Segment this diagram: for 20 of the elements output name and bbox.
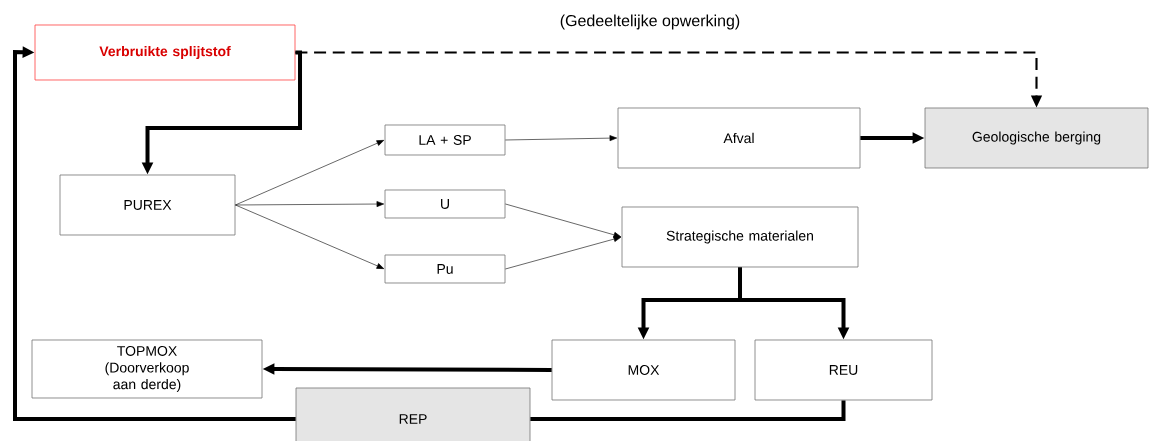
arrow	[235, 204, 385, 269]
arrow	[235, 201, 385, 207]
process-box: MOX	[551, 339, 736, 401]
arrow	[505, 203, 622, 238]
edge-label: (Gedeeltelijke opwerking)	[557, 11, 743, 33]
process-box: Verbruikte splijtstof	[34, 24, 296, 81]
process-box: U	[384, 189, 506, 219]
arrow	[235, 140, 385, 206]
process-box: REP	[295, 387, 531, 441]
process-box: Afval	[617, 107, 861, 169]
arrow	[13, 46, 296, 421]
process-box: LA + SP	[384, 124, 506, 156]
arrow	[505, 135, 618, 142]
process-box: PUREX	[59, 174, 236, 236]
process-box: Geologische berging	[924, 107, 1149, 169]
arrow	[505, 236, 622, 270]
process-box: Pu	[384, 254, 506, 284]
process-box: Strategische materialen	[621, 206, 859, 268]
process-box: TOPMOX (Doorverkoop aan derde)	[31, 339, 263, 399]
process-box: REU	[754, 339, 933, 401]
